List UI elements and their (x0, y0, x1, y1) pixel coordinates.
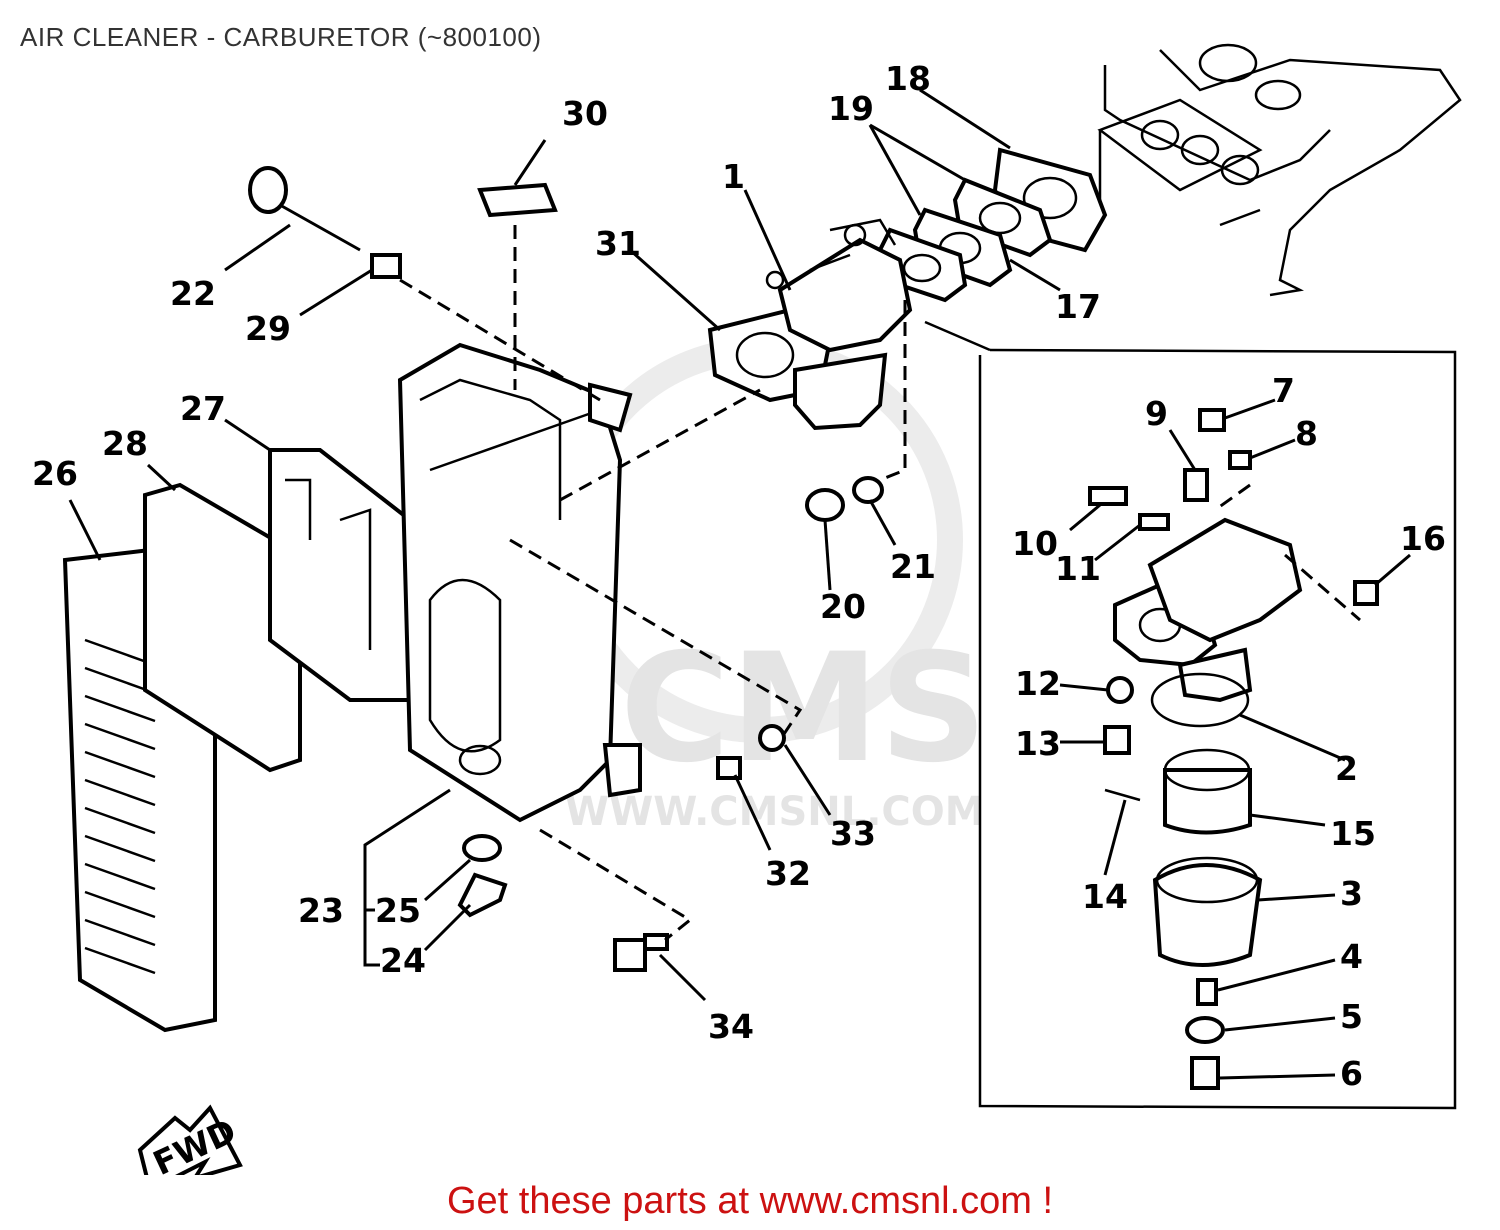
label-2: 2 (1335, 749, 1358, 788)
carburetor-detail-inset (924, 320, 1457, 1110)
label-3: 3 (1340, 874, 1363, 913)
label-28: 28 (102, 424, 148, 463)
label-22: 22 (170, 274, 216, 313)
get-parts-link[interactable]: Get these parts at www.cmsnl.com ! (446, 1180, 1054, 1222)
leader-lines (68, 88, 1411, 1080)
label-31: 31 (595, 224, 641, 263)
label-8: 8 (1295, 414, 1318, 453)
exploded-parts-diagram: CMS WWW.CMSNL.COM (32, 43, 1462, 1175)
page-title: AIR CLEANER - CARBURETOR (~800100) (20, 22, 542, 52)
filter-element (143, 482, 302, 773)
label-7: 7 (1272, 371, 1295, 410)
assembly-lines (399, 225, 1361, 942)
label-33: 33 (830, 814, 876, 853)
label-10: 10 (1012, 524, 1058, 563)
label-18: 18 (885, 59, 931, 98)
dipstick (248, 166, 361, 252)
watermark-url-text: WWW.CMSNL.COM (565, 789, 985, 835)
label-34: 34 (708, 1007, 754, 1046)
label-11: 11 (1055, 549, 1101, 588)
breather-cap (370, 253, 402, 279)
label-13: 13 (1015, 724, 1061, 763)
label-17: 17 (1055, 287, 1101, 326)
label-24: 24 (380, 941, 426, 980)
label-30: 30 (562, 94, 608, 133)
label-9: 9 (1145, 394, 1168, 433)
label-29: 29 (245, 309, 291, 348)
label-19: 19 (828, 89, 874, 128)
label-16: 16 (1400, 519, 1446, 558)
gasket-set (877, 147, 1108, 303)
label-32: 32 (765, 854, 811, 893)
carburetor-assembly (707, 218, 913, 431)
label-23: 23 (298, 891, 344, 930)
label-26: 26 (32, 454, 78, 493)
part-labels: 1 2 3 4 5 6 7 8 9 10 11 12 13 14 15 16 1… (32, 59, 1446, 1093)
fasteners (457, 476, 884, 972)
air-cleaner-case (397, 342, 642, 823)
label-12: 12 (1015, 664, 1061, 703)
label-27: 27 (180, 389, 226, 428)
label-6: 6 (1340, 1054, 1363, 1093)
label-tag (477, 182, 558, 218)
label-25: 25 (375, 891, 421, 930)
fwd-arrow: FWD (137, 1104, 243, 1175)
engine-block (1097, 43, 1462, 297)
label-1: 1 (722, 157, 745, 196)
label-15: 15 (1330, 814, 1376, 853)
label-14: 14 (1082, 877, 1128, 916)
label-4: 4 (1340, 937, 1363, 976)
watermark-logo-text: CMS (620, 622, 987, 796)
label-5: 5 (1340, 997, 1363, 1036)
label-21: 21 (890, 547, 936, 586)
label-20: 20 (820, 587, 866, 626)
